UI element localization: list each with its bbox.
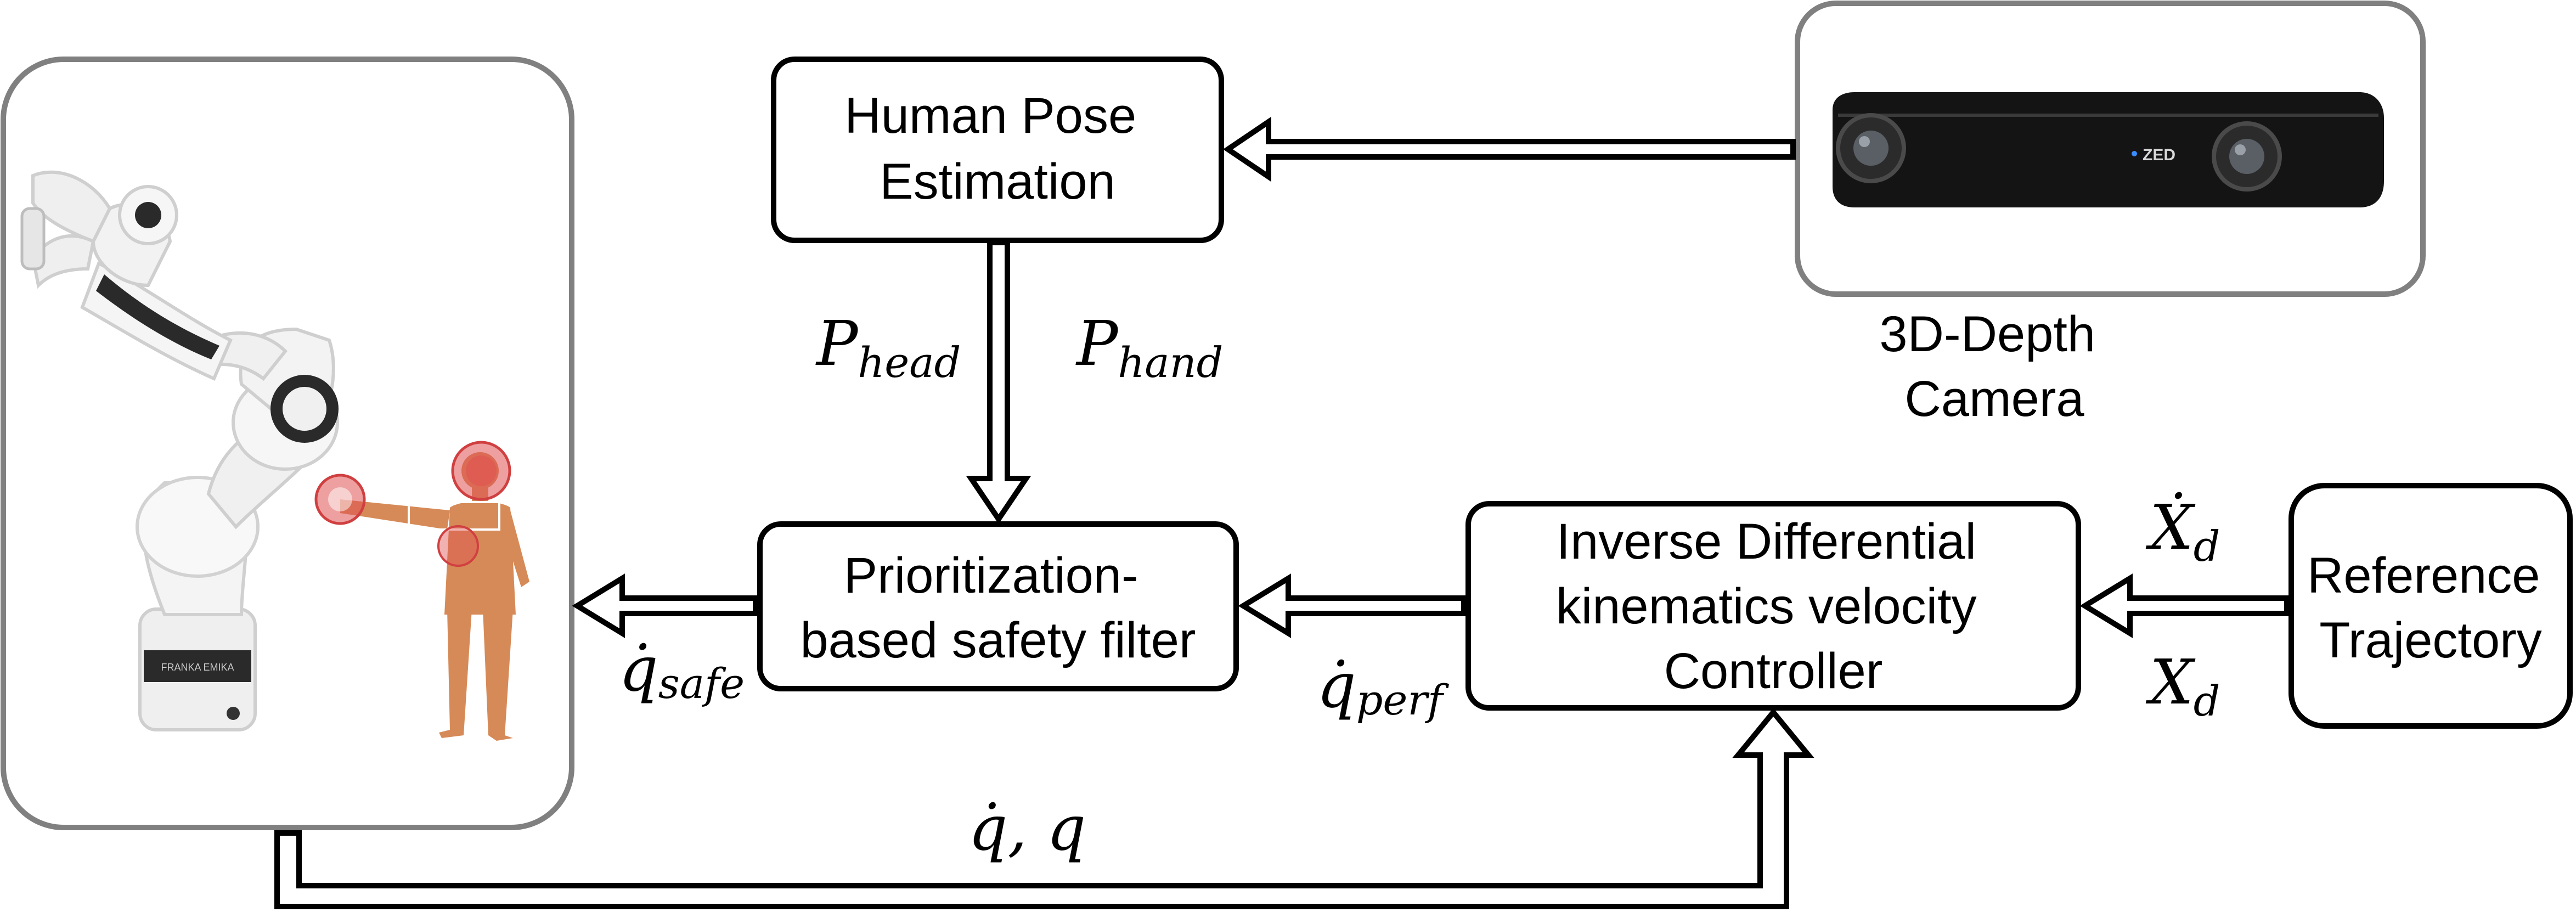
camera-brand-label: ZED (2143, 146, 2175, 164)
camera-caption-line: 3D-Depth (1879, 306, 2095, 362)
controller-label-line: Controller (1664, 643, 1883, 699)
camera-panel: ZED (1795, 1, 2426, 297)
reference-label: Reference Trajectory (2307, 548, 2554, 668)
camera-caption: 3D-Depth Camera (1879, 306, 2109, 427)
signal-xdot-d: Ẋd (2145, 492, 2220, 571)
controller-label-line: kinematics velocity (1556, 578, 1977, 634)
arrow-filter-to-robot (572, 573, 758, 638)
signal-p-hand: Phand (1075, 308, 1223, 387)
arrow-reference-to-controller (2079, 573, 2290, 638)
controller-label: Inverse Differential kinematics velocity… (1556, 514, 1991, 699)
pose-label-line: Estimation (880, 154, 1115, 210)
pose-estimation-block: Human Pose Estimation (771, 57, 1224, 243)
robot-scene-panel: FRANKA EMIKA (1, 57, 574, 830)
reference-label-line: Trajectory (2319, 612, 2542, 668)
signal-x-d: Xd (2145, 647, 2220, 725)
arrows (274, 116, 2290, 909)
pose-label-line: Human Pose (844, 88, 1136, 144)
safety-filter-label: Prioritization- based safety filter (800, 548, 1196, 668)
filter-label-line: Prioritization- (844, 548, 1138, 604)
controller-label-line: Inverse Differential (1557, 514, 1976, 570)
signal-feedback: q̇, q (968, 793, 1086, 864)
robot-arm-illustration: FRANKA EMIKA (20, 170, 339, 731)
arrow-feedback-robot-to-controller (274, 708, 1814, 909)
velocity-controller-block: Inverse Differential kinematics velocity… (1465, 501, 2081, 711)
zed-camera-illustration: ZED (1833, 92, 2384, 207)
safety-filter-block: Prioritization- based safety filter (757, 521, 1239, 691)
arrow-controller-to-filter (1238, 573, 1467, 638)
robot-brand-label: FRANKA EMIKA (161, 662, 234, 673)
signal-q-safe: q̇safe (619, 634, 745, 708)
arrow-camera-to-pose (1223, 116, 1796, 182)
signal-p-head: Phead (815, 308, 961, 387)
filter-label-line: based safety filter (800, 612, 1196, 668)
reference-trajectory-block: Reference Trajectory (2288, 483, 2573, 729)
camera-caption-line: Camera (1904, 371, 2084, 427)
reference-label-line: Reference (2307, 548, 2540, 604)
pose-estimation-label: Human Pose Estimation (844, 88, 1150, 210)
arrow-pose-to-filter (966, 240, 1031, 524)
human-illustration (314, 441, 529, 741)
signal-q-perf: q̇perf (1317, 650, 1450, 724)
torso-safety-zone (437, 525, 479, 567)
